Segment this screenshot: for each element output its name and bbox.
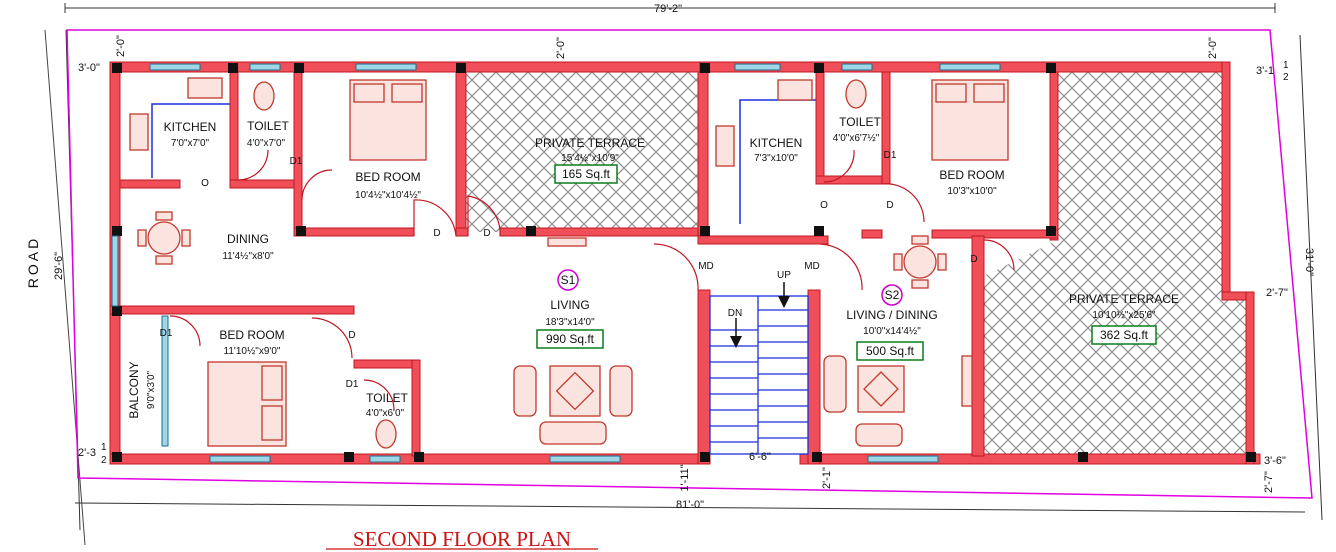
terrace1-size: 15'4½"x10'9"	[561, 153, 619, 164]
terrace1-area: 165 Sq.ft	[562, 167, 611, 181]
living2-area: 500 Sq.ft	[866, 344, 915, 358]
door-tag-md: MD	[698, 261, 714, 272]
dining1-size: 11'4½"x8'0"	[222, 251, 274, 262]
toilet2-name: TOILET	[366, 391, 408, 405]
living1-name: LIVING	[550, 298, 589, 312]
door-tag-d: D	[483, 228, 490, 239]
stair-dn-label: DN	[728, 308, 742, 319]
dim-top-right-offset-den: 2	[1283, 72, 1289, 83]
dim-top-left-setback: 2'-0"	[115, 35, 127, 57]
toilet3-name: TOILET	[839, 115, 881, 129]
dim-stair-width: 6'-6"	[749, 451, 771, 463]
door-tag-d: D	[970, 254, 977, 265]
dim-right-depth: 31'-0"	[1303, 248, 1315, 276]
toilet2-size: 4'0"x6'0"	[366, 408, 405, 419]
bed3-name: BED ROOM	[939, 168, 1004, 182]
plot-boundary	[66, 29, 1313, 499]
room-labels: KITCHEN 7'0"x7'0" TOILET 4'0"x7'0" BED R…	[127, 115, 1179, 419]
door-tag-d1: D1	[160, 328, 173, 339]
kitchen1-name: KITCHEN	[164, 120, 217, 134]
door-tag-d: D	[348, 330, 355, 341]
terrace2-area: 362 Sq.ft	[1100, 328, 1149, 342]
dim-top-mid-setback: 2'-0"	[555, 37, 567, 59]
columns	[112, 63, 1256, 462]
bed1-size: 10'4½"x10'4½"	[355, 190, 421, 201]
dim-bottom-left-offset-whole: 2'-3	[78, 447, 96, 459]
kitchen2-name: KITCHEN	[750, 136, 803, 150]
road-label: ROAD	[25, 236, 41, 288]
stair-up-label: UP	[777, 270, 791, 281]
dim-left-depth: 29'-6"	[53, 252, 65, 280]
door-tag-d: D	[433, 228, 440, 239]
dim-bottom-total: 81'-0"	[676, 499, 704, 511]
door-tag-o: O	[201, 178, 209, 189]
terrace1-name: PRIVATE TERRACE	[535, 136, 645, 150]
dim-top-left-offset: 3'-0"	[78, 62, 100, 74]
staircase	[709, 295, 809, 455]
living2-name: LIVING / DINING	[846, 308, 937, 322]
bed1-name: BED ROOM	[355, 170, 420, 184]
door-tag-d1: D1	[290, 156, 303, 167]
dining1-name: DINING	[227, 232, 269, 246]
dim-bottom-left-offset-den: 2	[101, 455, 107, 466]
dim-bottom-left-offset-num: 1	[101, 442, 107, 453]
dim-stair-left-gap: 1'-11"	[679, 464, 691, 491]
dim-right-mid-offset: 2'-7"	[1266, 287, 1288, 299]
door-tag-d1: D1	[884, 150, 897, 161]
unit-markers: S1 S2	[557, 269, 903, 306]
balcony-size: 9'0"x3'0"	[146, 370, 157, 409]
dim-right-bottom-offset: 3'-6"	[1264, 455, 1286, 467]
door-tag-d: D	[886, 200, 893, 211]
dimension-labels: 79'-2" 81'-0" 3'-0" 2'-0" 2'-0" 2'-0" 3'…	[53, 3, 1315, 511]
furniture	[129, 77, 1009, 449]
door-tag-o: O	[820, 200, 828, 211]
door-tags: D1 O D D D1 D D1 MD MD D1 O D D UP DN	[160, 150, 978, 390]
windows	[111, 63, 1001, 463]
dim-top-total: 79'-2"	[654, 3, 682, 15]
kitchen1-size: 7'0"x7'0"	[171, 138, 210, 149]
area-badges: 165 Sq.ft 990 Sq.ft 500 Sq.ft 362 Sq.ft	[536, 164, 1157, 361]
bed3-size: 10'3"x10'0"	[947, 186, 997, 197]
door-tag-md: MD	[804, 261, 820, 272]
kitchen2-size: 7'3"x10'0"	[754, 153, 798, 164]
terrace2-name: PRIVATE TERRACE	[1069, 292, 1179, 306]
toilet1-size: 4'0"x7'0"	[247, 138, 286, 149]
unit-s2-label: S2	[885, 288, 900, 302]
unit-s1-label: S1	[561, 273, 576, 287]
drawing-title: SECOND FLOOR PLAN	[353, 527, 571, 551]
terrace2-size: 10'10½"x25'6"	[1092, 310, 1156, 321]
dim-right-bottom-gap: 2'-7"	[1263, 471, 1275, 493]
living2-size: 10'0"x14'4½"	[863, 326, 921, 337]
balcony-name: BALCONY	[127, 361, 141, 418]
living1-area: 990 Sq.ft	[546, 332, 595, 346]
door-tag-d1: D1	[346, 379, 359, 390]
toilet3-size: 4'0"x6'7½"	[833, 133, 880, 144]
terrace1-hatch	[466, 68, 698, 232]
dim-top-right-offset-num: 1	[1283, 60, 1289, 71]
dim-top-right-setback: 2'-0"	[1207, 37, 1219, 59]
toilet1-name: TOILET	[247, 119, 289, 133]
dim-top-right-offset-whole: 3'-1	[1256, 65, 1274, 77]
door-swings	[169, 149, 1015, 411]
bed2-size: 11'10½"x9'0"	[224, 346, 281, 357]
terrace2-hatch	[984, 68, 1250, 456]
dim-stair-right-gap: 2'-1"	[821, 467, 833, 489]
bed2-name: BED ROOM	[219, 328, 284, 342]
living1-size: 18'3"x14'0"	[545, 317, 595, 328]
